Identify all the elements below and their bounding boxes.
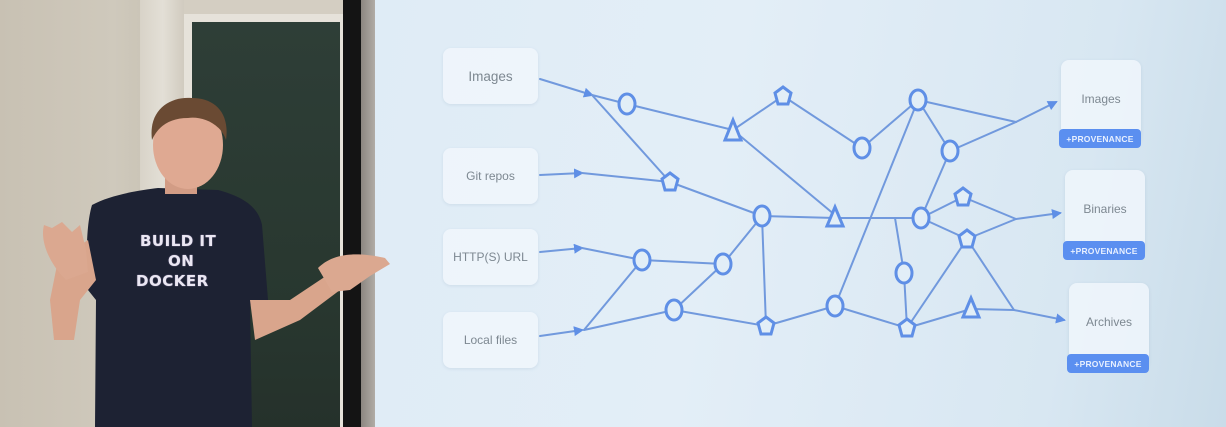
circle-node — [713, 252, 733, 276]
output-images-box: Images +PROVENANCE — [1059, 60, 1141, 148]
shirt-text-line-2: ON — [168, 252, 195, 270]
triangle-node — [824, 203, 846, 228]
circle-node — [825, 294, 845, 318]
circle-node — [617, 92, 637, 116]
screen-bezel — [361, 0, 375, 427]
output-label: Images — [1081, 92, 1121, 106]
wall-pillar — [140, 0, 186, 427]
circle-node — [908, 88, 928, 112]
pentagon-node — [756, 315, 776, 336]
output-label: Binaries — [1083, 202, 1127, 216]
circle-node — [852, 136, 872, 160]
projected-slide: Images Git repos HTTP(S) URL Local files… — [375, 0, 1226, 427]
provenance-badge: +PROVENANCE — [1059, 129, 1141, 148]
output-label: Archives — [1085, 315, 1132, 329]
triangle-node — [722, 115, 744, 142]
triangle-node — [960, 294, 982, 319]
pentagon-node — [957, 228, 977, 249]
provenance-badge: +PROVENANCE — [1067, 354, 1149, 373]
chalkboard — [192, 22, 340, 427]
input-label: Images — [468, 68, 513, 84]
input-label: HTTP(S) URL — [453, 250, 528, 264]
circle-node — [752, 204, 772, 228]
shirt-text-line-1: BUILD IT — [140, 232, 217, 250]
output-binaries-box: Binaries +PROVENANCE — [1063, 170, 1145, 260]
provenance-badge: +PROVENANCE — [1063, 241, 1145, 260]
upper-wall — [184, 0, 344, 16]
pentagon-node — [660, 171, 680, 192]
input-label: Git repos — [466, 169, 515, 183]
input-git-repos-box: Git repos — [443, 148, 538, 204]
circle-node — [911, 206, 931, 230]
pentagon-node — [773, 85, 793, 106]
build-graph-diagram — [539, 78, 1066, 338]
shirt-text-line-3: DOCKER — [136, 272, 209, 290]
circle-node — [664, 298, 684, 322]
input-label: Local files — [463, 333, 518, 347]
output-archives-box: Archives +PROVENANCE — [1067, 283, 1149, 373]
pentagon-node — [897, 317, 917, 338]
pentagon-node — [953, 186, 973, 207]
input-images-box: Images — [443, 48, 538, 104]
circle-node — [894, 261, 914, 285]
circle-node — [940, 139, 960, 163]
input-http-url-box: HTTP(S) URL — [443, 229, 538, 285]
circle-node — [632, 248, 652, 272]
input-local-files-box: Local files — [443, 312, 538, 368]
screen-frame — [343, 0, 361, 427]
